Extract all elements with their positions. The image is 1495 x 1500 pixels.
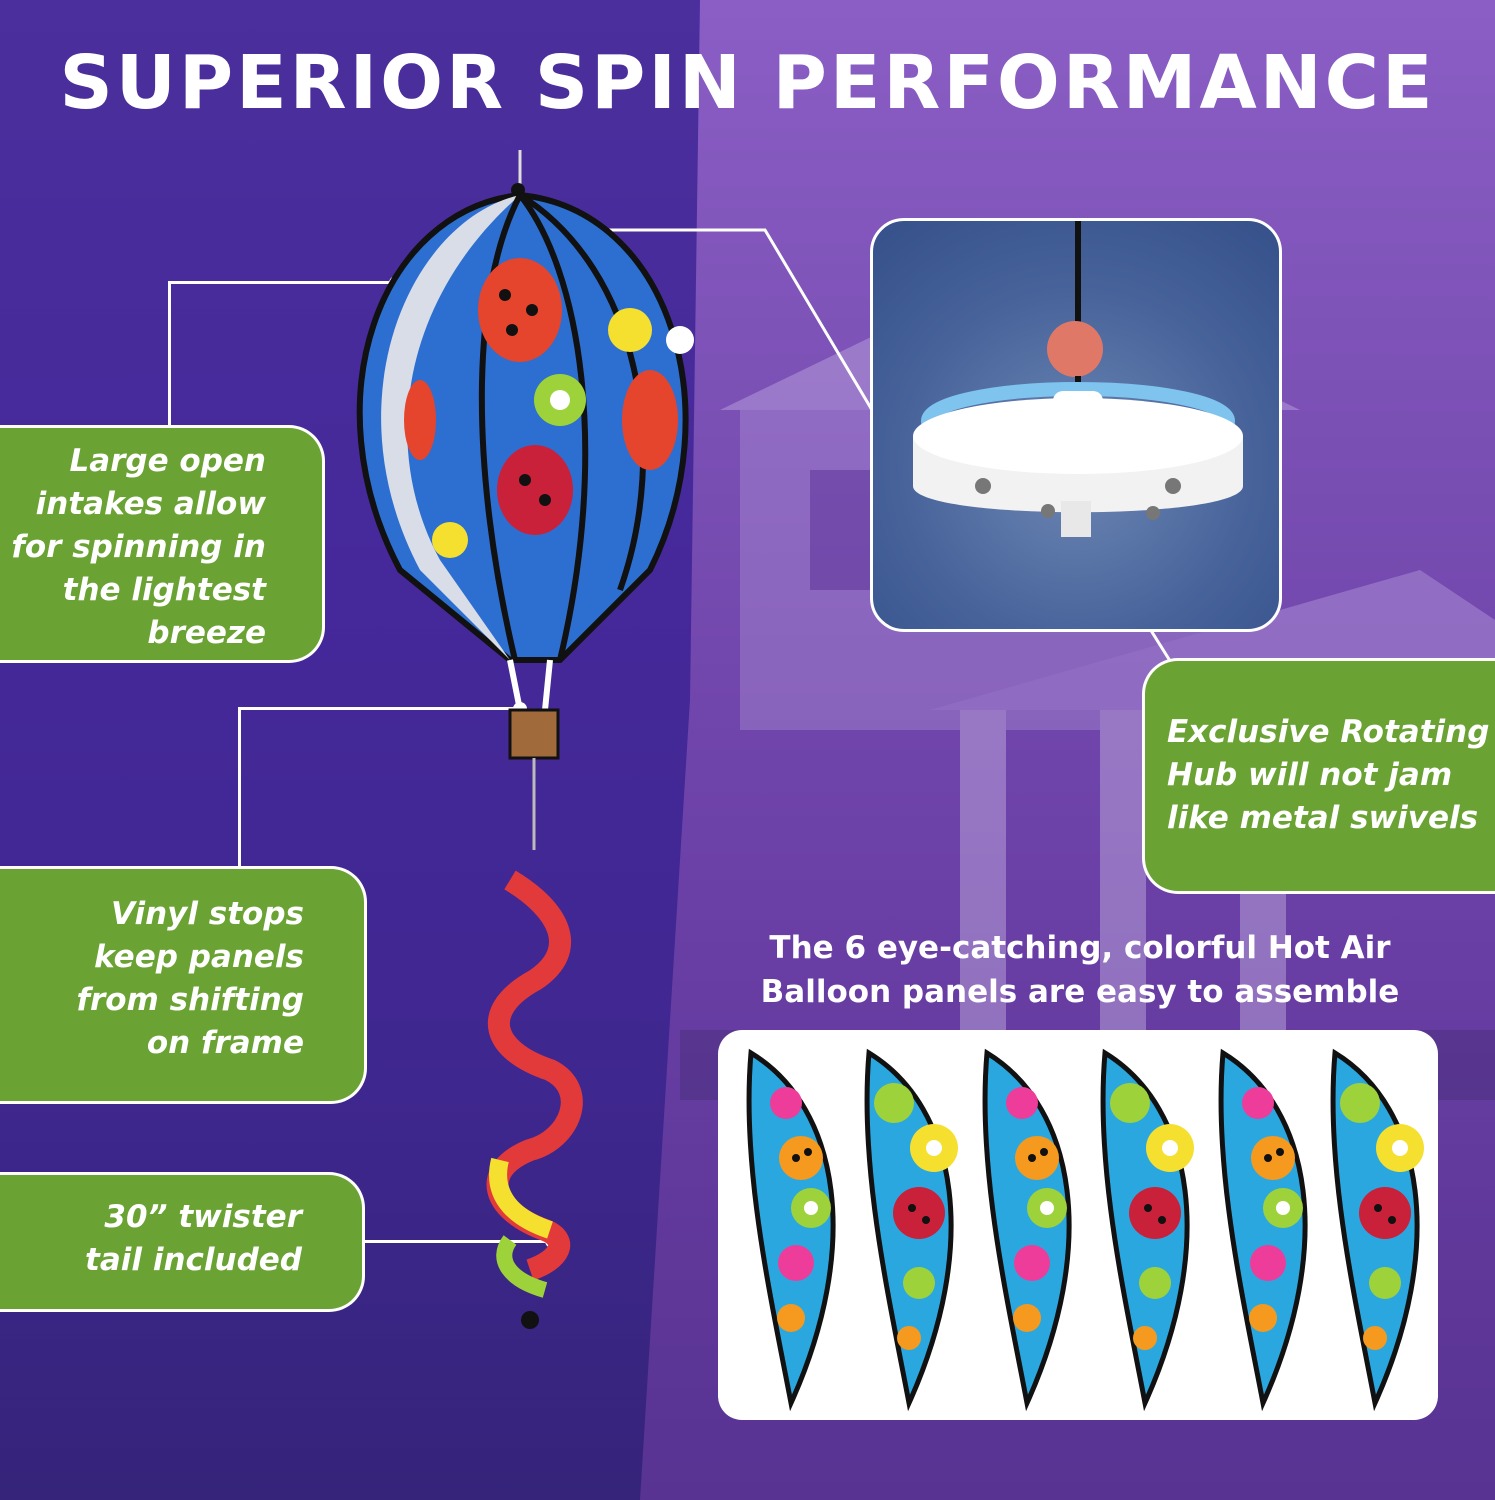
connector-intakes-h bbox=[168, 281, 396, 284]
balloon-panels-graphic bbox=[718, 1030, 1438, 1420]
callout-vinyl: Vinyl stops keep panels from shifting on… bbox=[0, 866, 367, 1104]
callout-hub-text: Exclusive Rotating Hub will not jam like… bbox=[1167, 714, 1490, 836]
rotating-hub-graphic bbox=[913, 221, 1243, 537]
callout-intakes: Large open intakes allow for spinning in… bbox=[0, 425, 325, 663]
connector-tail bbox=[362, 1240, 552, 1243]
panels-image-box bbox=[718, 1030, 1438, 1420]
balloon-spinner-image bbox=[356, 150, 694, 1329]
panels-caption: The 6 eye-catching, colorful Hot Air Bal… bbox=[760, 930, 1400, 1010]
connector-intakes-v bbox=[168, 281, 171, 427]
page-title: SUPERIOR SPIN PERFORMANCE bbox=[59, 40, 1436, 126]
callout-hub: Exclusive Rotating Hub will not jam like… bbox=[1142, 658, 1495, 894]
callout-vinyl-text: Vinyl stops keep panels from shifting on… bbox=[76, 896, 304, 1061]
callout-tail-text: 30” twister tail included bbox=[85, 1199, 302, 1278]
connector-vinyl-h bbox=[238, 707, 520, 710]
connector-vinyl-v bbox=[238, 707, 241, 867]
callout-intakes-text: Large open intakes allow for spinning in… bbox=[11, 443, 266, 651]
callout-tail: 30” twister tail included bbox=[0, 1172, 365, 1312]
rotating-hub-image bbox=[870, 218, 1282, 632]
